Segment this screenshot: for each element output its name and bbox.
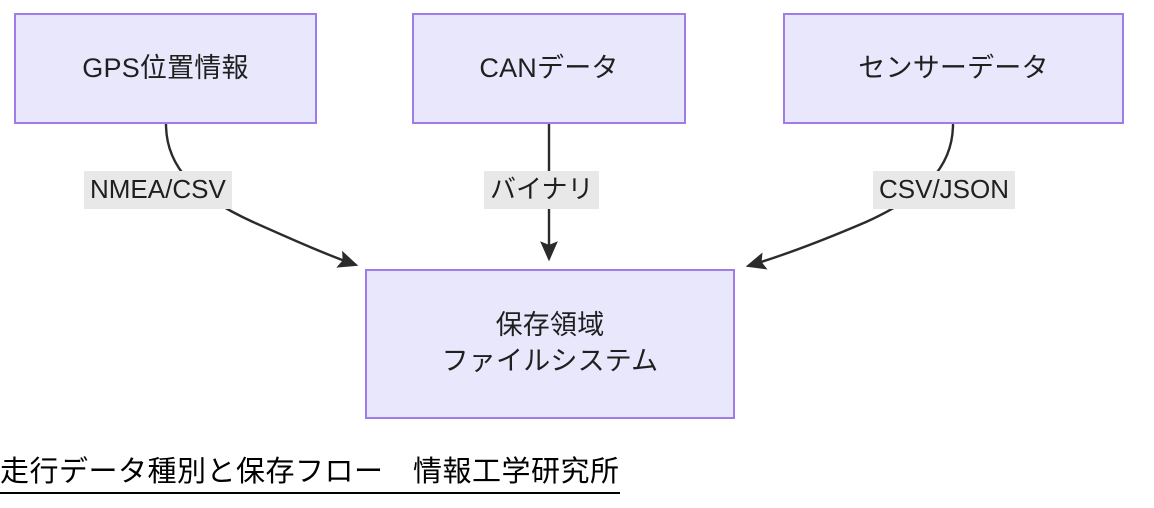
node-storage-filesystem[interactable]: 保存領域 ファイルシステム: [365, 269, 735, 419]
diagram-caption: 走行データ種別と保存フロー 情報工学研究所: [0, 450, 1154, 500]
node-can-label: CANデータ: [479, 52, 619, 83]
node-gps-label: GPS位置情報: [82, 52, 249, 83]
edge-label-nmea-csv: NMEA/CSV: [84, 171, 232, 209]
edge-label-binary: バイナリ: [484, 171, 600, 209]
caption-text: 走行データ種別と保存フロー 情報工学研究所: [0, 456, 620, 495]
node-sensor-label: センサーデータ: [858, 52, 1049, 83]
node-gps-location-data[interactable]: GPS位置情報: [14, 13, 317, 124]
node-can-data[interactable]: CANデータ: [412, 13, 686, 124]
node-storage-label-line2: ファイルシステム: [441, 346, 659, 376]
node-sensor-data[interactable]: センサーデータ: [783, 13, 1124, 124]
edge-label-csv-json: CSV/JSON: [873, 171, 1016, 209]
node-storage-label-line1: 保存領域: [495, 310, 605, 341]
